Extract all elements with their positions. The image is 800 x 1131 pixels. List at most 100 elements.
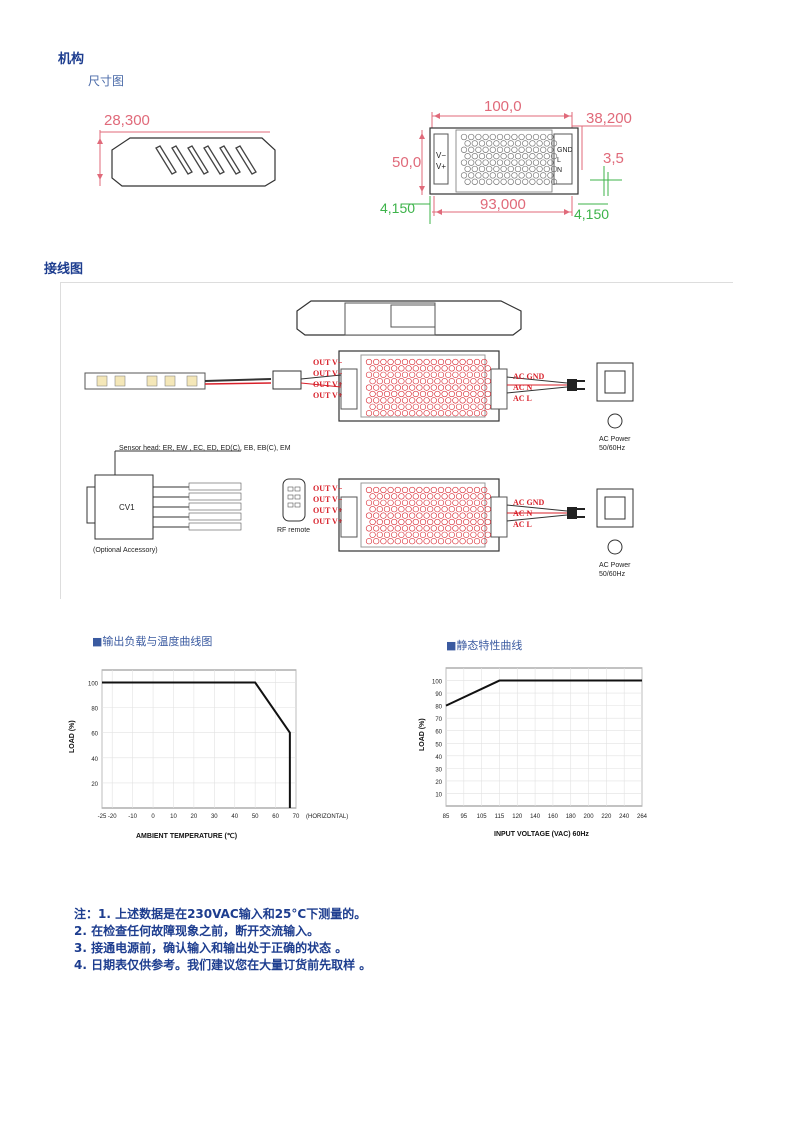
vent-hole — [434, 531, 441, 538]
vent-hole — [470, 531, 477, 538]
x-tick-label: 240 — [619, 814, 630, 820]
vent-hole — [437, 486, 445, 494]
vent-hole — [463, 403, 470, 410]
vent-hole — [478, 140, 486, 147]
vent-hole — [401, 358, 409, 366]
vent-hole — [434, 506, 441, 513]
vent-hole — [434, 365, 441, 372]
vent-hole — [445, 397, 452, 404]
vent-hole — [423, 397, 430, 404]
vent-hole — [464, 178, 471, 185]
vent-hole — [412, 531, 419, 538]
plot-area — [445, 667, 643, 807]
vent-hole — [543, 140, 550, 147]
vent-hole — [466, 538, 473, 545]
x-tick-label: 220 — [601, 814, 612, 820]
vent-hole — [416, 384, 423, 391]
vent-hole — [365, 358, 373, 366]
vent-hole — [394, 512, 401, 519]
vent-hole — [459, 538, 466, 545]
vent-hole — [387, 371, 394, 378]
vent-hole — [430, 384, 437, 391]
vent-hole — [481, 410, 488, 417]
vent-hole — [507, 165, 514, 173]
vent-hole — [550, 178, 558, 185]
label-ac-n: AC N — [513, 383, 533, 392]
vent-hole — [427, 390, 434, 398]
vent-hole — [380, 410, 387, 417]
top-view-drawing — [382, 100, 632, 230]
label-v-plus: V+ — [436, 162, 447, 171]
x-tick-label: 20 — [191, 814, 198, 820]
vent-hole — [470, 518, 477, 526]
vent-hole — [387, 499, 394, 506]
vent-hole — [419, 531, 427, 538]
vent-hole — [394, 525, 401, 532]
vent-hole — [464, 153, 471, 160]
vent-hole — [496, 146, 504, 153]
vent-hole — [423, 525, 430, 532]
vent-hole — [373, 358, 380, 366]
vent-hole — [409, 512, 416, 519]
vent-hole — [391, 365, 398, 372]
vent-hole — [423, 371, 430, 378]
vent-hole — [423, 486, 430, 494]
label-out-v-minus-1: OUT V− — [313, 358, 343, 367]
input-labels-top: AC GND AC N AC L — [513, 371, 544, 404]
vent-hole — [416, 499, 423, 506]
x-tick-label: -25 — [98, 814, 107, 820]
vent-hole — [481, 384, 488, 391]
vent-hole — [409, 486, 416, 494]
vent-hole — [383, 506, 391, 513]
vent-hole — [373, 525, 380, 532]
vent-hole — [373, 384, 380, 391]
vent-hole — [445, 358, 452, 366]
vent-hole — [473, 499, 481, 506]
label-l: L — [557, 157, 561, 164]
y-tick-label: 30 — [435, 767, 442, 773]
vent-hole — [473, 512, 481, 519]
vent-hole — [394, 486, 401, 494]
vent-hole — [376, 531, 383, 538]
y-tick-label: 60 — [435, 730, 442, 736]
vent-hole — [448, 506, 455, 513]
vent-hole — [369, 531, 376, 538]
vent-hole — [401, 410, 409, 417]
vent-hole — [437, 358, 445, 366]
input-labels-bottom: AC GND AC N AC L — [513, 497, 544, 530]
vent-hole — [437, 499, 445, 506]
vent-hole — [475, 133, 482, 141]
vent-hole — [391, 531, 398, 538]
vent-hole — [543, 178, 550, 185]
vent-hole — [496, 159, 504, 166]
vent-hole — [489, 172, 496, 179]
vent-hole — [437, 371, 445, 378]
vent-hole — [504, 159, 511, 166]
vent-hole — [452, 538, 459, 545]
vent-hole — [452, 525, 459, 532]
vent-hole — [466, 486, 473, 494]
notes-block: 注：1. 上述数据是在230VAC输入和25°C下测量的。 2. 在检查任何故障… — [74, 906, 371, 974]
y-tick-label: 50 — [435, 742, 442, 748]
vent-hole — [412, 378, 419, 385]
vent-hole — [409, 538, 416, 545]
vent-hole — [466, 525, 473, 532]
vent-hole — [387, 525, 394, 532]
vent-hole — [484, 518, 491, 526]
vent-hole — [423, 538, 430, 545]
vent-hole — [473, 371, 481, 378]
vent-hole — [430, 371, 437, 378]
vent-hole — [536, 178, 543, 185]
vent-hole — [398, 390, 405, 398]
vent-hole — [473, 397, 481, 404]
vent-hole — [463, 518, 470, 526]
vent-hole — [380, 397, 387, 404]
vent-hole — [522, 178, 529, 185]
vent-hole — [401, 538, 409, 545]
vent-hole — [427, 531, 434, 538]
vent-hole — [387, 397, 394, 404]
x-tick-label: 115 — [495, 814, 505, 820]
vent-hole — [419, 518, 427, 526]
vent-hole — [412, 506, 419, 513]
